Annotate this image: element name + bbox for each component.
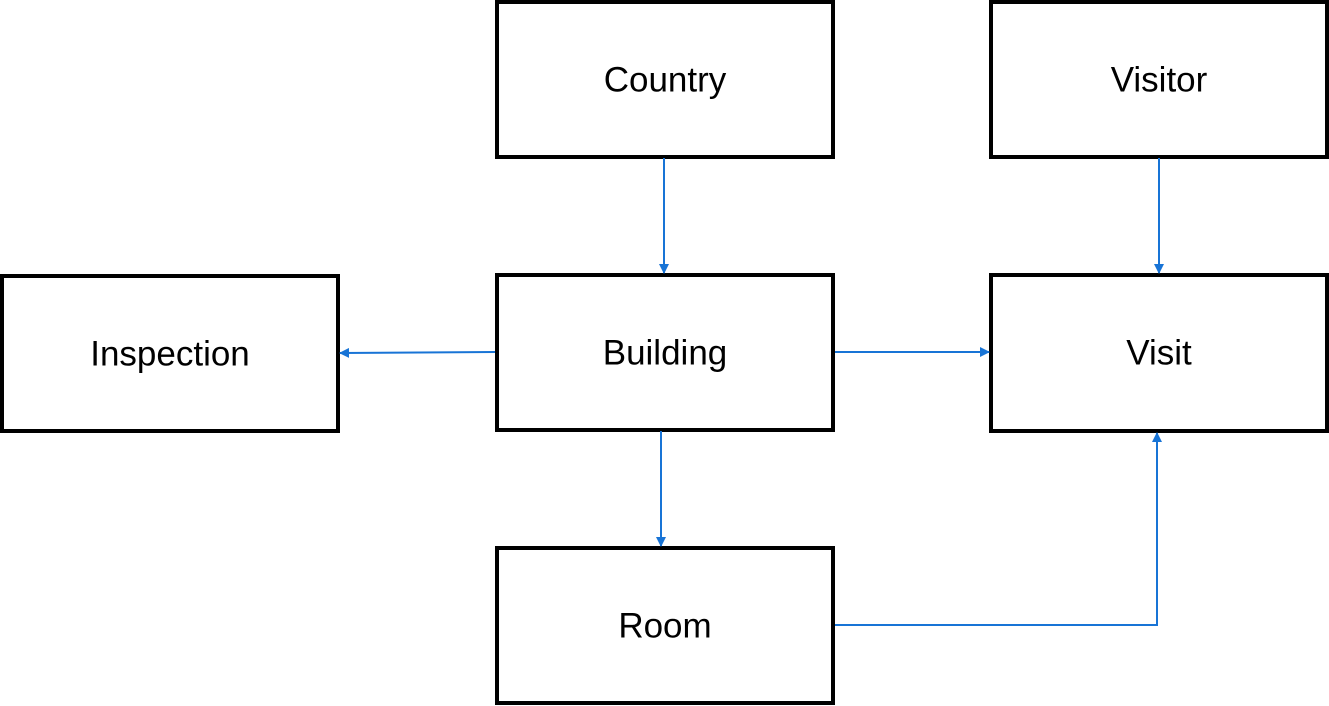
node-visitor: Visitor [989,0,1329,159]
node-country-label: Country [604,61,727,100]
node-visit: Visit [989,273,1329,433]
node-building: Building [495,273,835,432]
node-country-box [495,0,835,159]
node-room-label: Room [618,607,711,646]
node-visit-box [989,273,1329,433]
node-room-box [495,546,835,705]
node-visitor-label: Visitor [1111,61,1208,100]
node-room: Room [495,546,835,705]
node-inspection-box [0,274,340,433]
node-inspection: Inspection [0,274,340,433]
node-visit-label: Visit [1126,334,1192,373]
node-visitor-box [989,0,1329,159]
node-inspection-label: Inspection [90,335,250,374]
node-building-box [495,273,835,432]
node-country: Country [495,0,835,159]
connector-building-to-inspection [339,347,496,358]
connector-room-to-visit [835,432,1162,626]
node-building-label: Building [603,334,728,373]
